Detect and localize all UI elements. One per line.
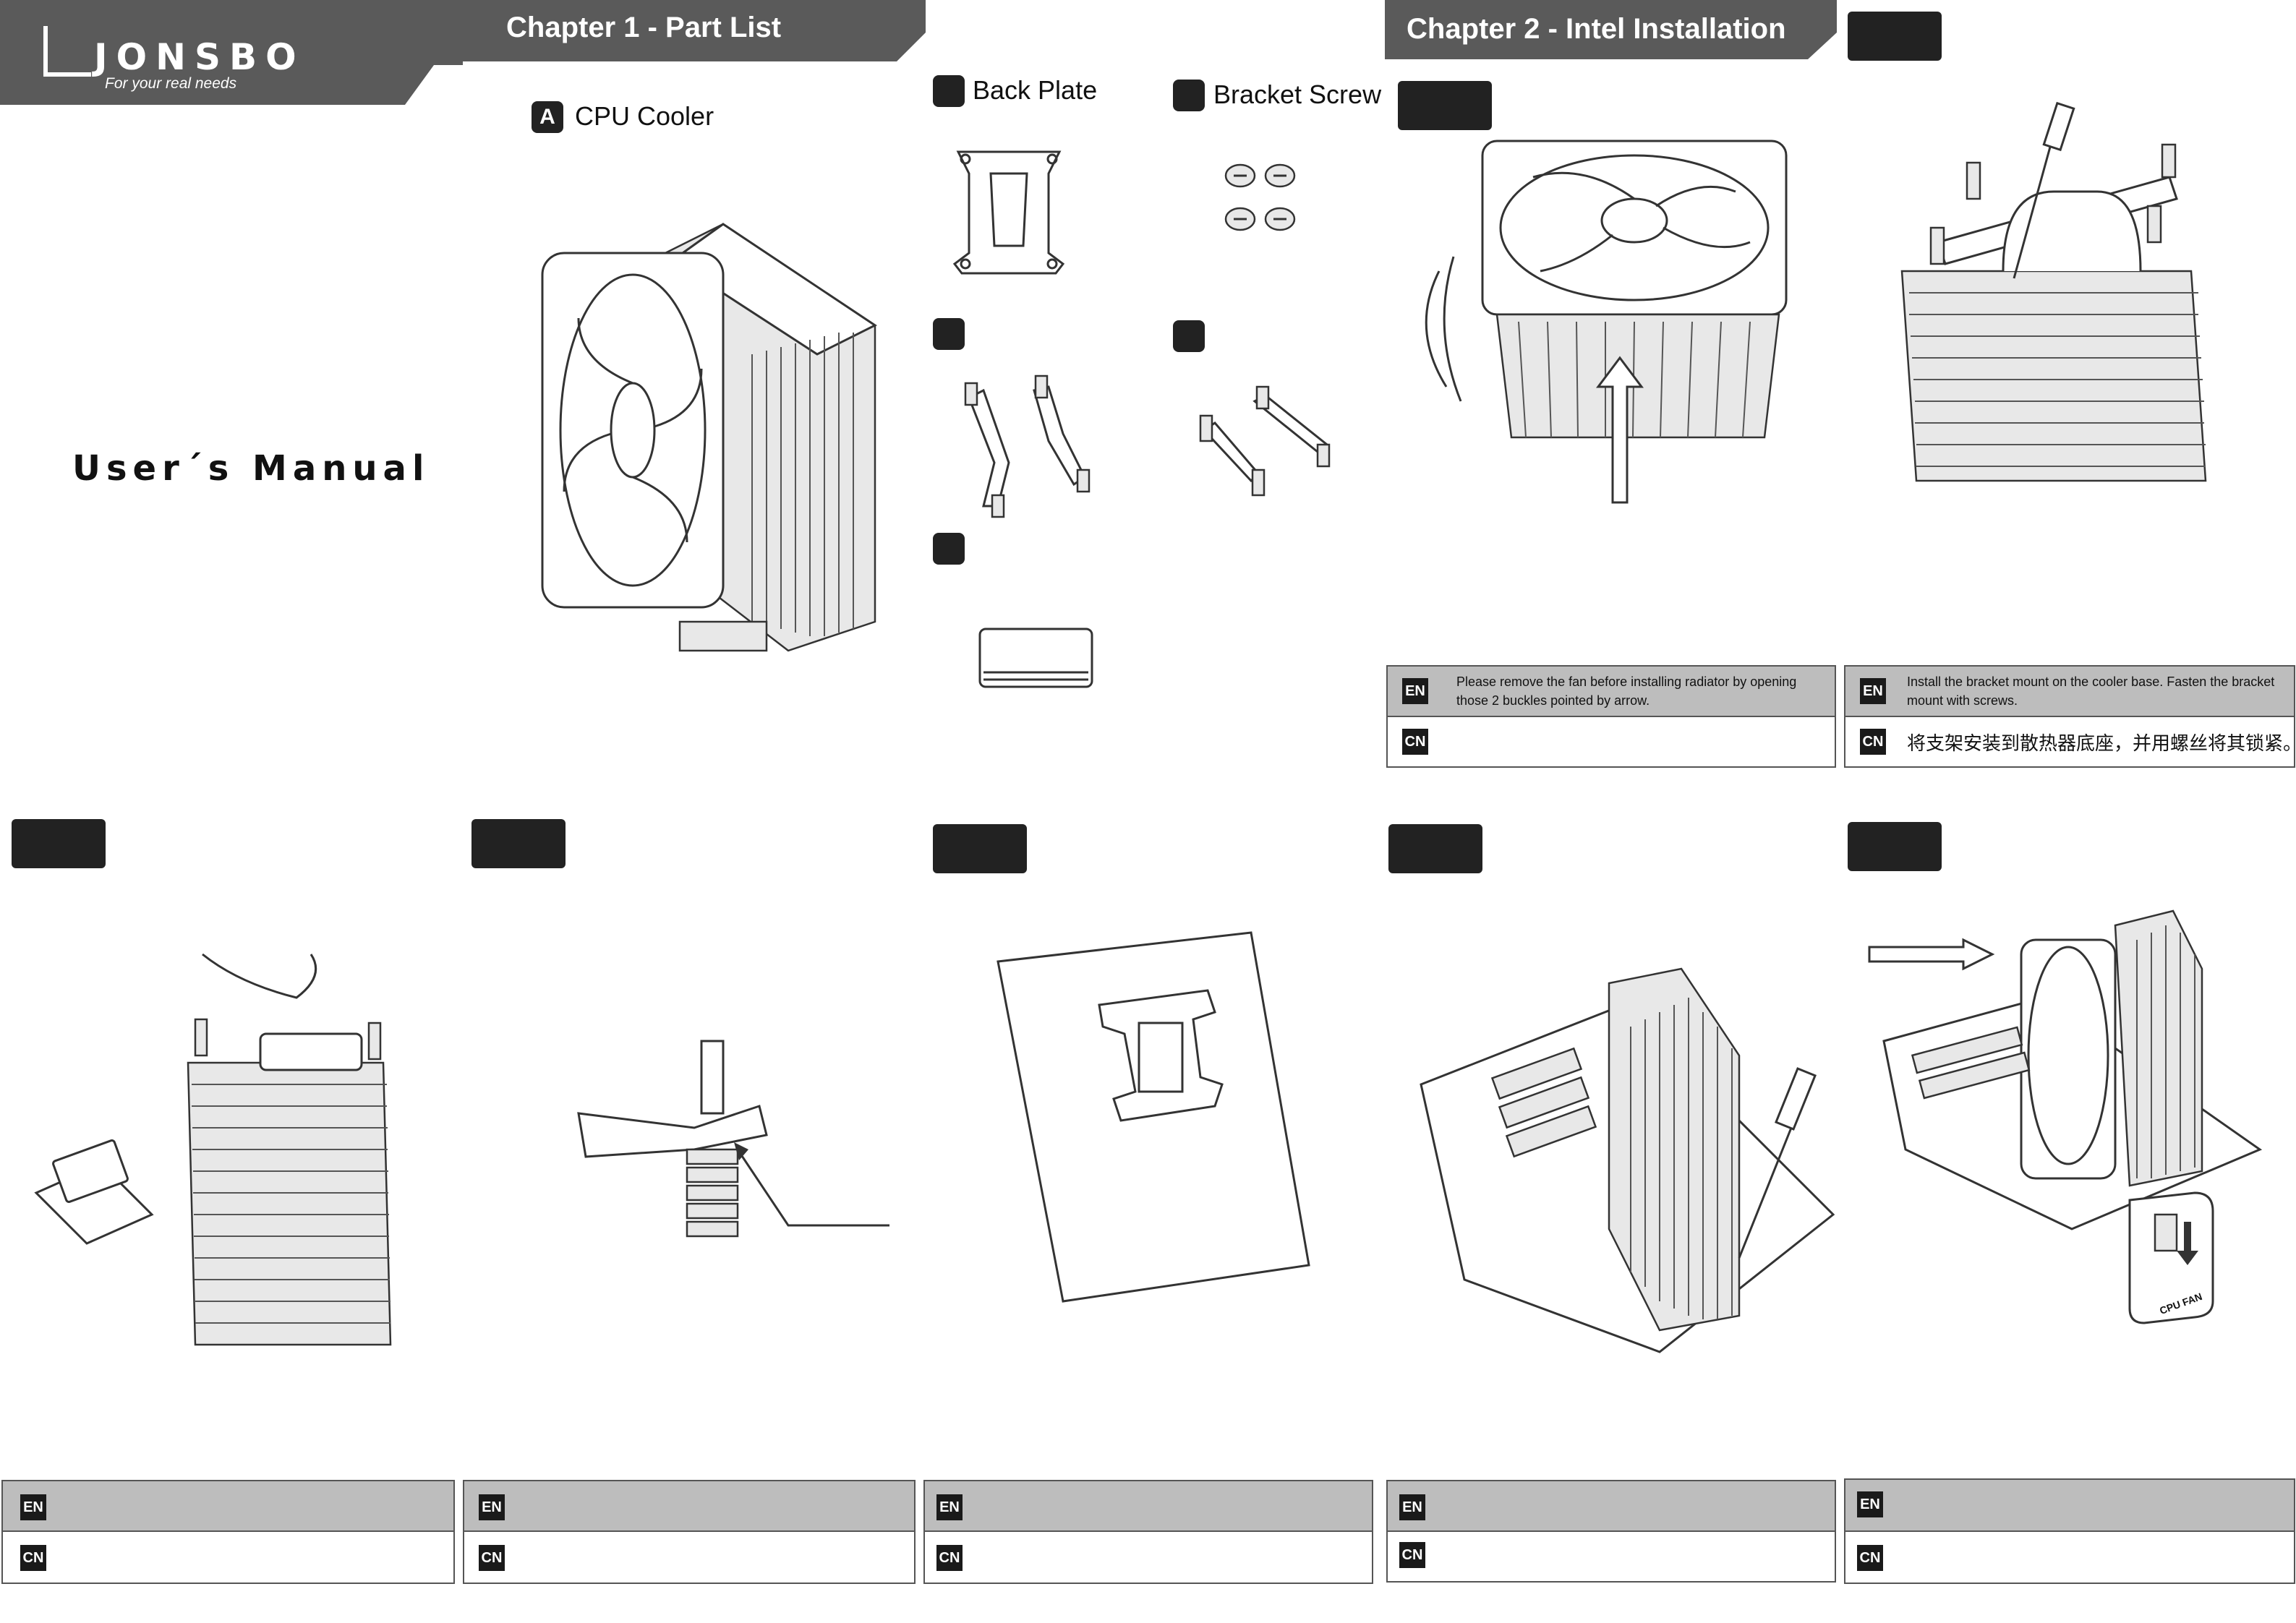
step5-caption: EN CN: [923, 1480, 1373, 1584]
part-tag-back-plate: [933, 75, 965, 107]
step3-en-tag: EN: [20, 1494, 46, 1520]
logo-banner: [0, 0, 463, 105]
step7-caption: EN CN: [1844, 1478, 2295, 1584]
back-plate-illustration: [952, 150, 1065, 275]
part-tag-a: A: [532, 101, 563, 133]
step7-cn-tag: CN: [1857, 1545, 1883, 1571]
amd-bracket-illustration: [1199, 385, 1331, 497]
step1-en-tag: EN: [1402, 678, 1428, 704]
chapter2-banner: [1385, 0, 1837, 59]
part-tag-intel-bracket: [933, 318, 965, 350]
step3-cn-row: CN: [3, 1533, 453, 1583]
step2-cn-text: 将支架安装到散热器底座，并用螺丝将其锁紧。: [1907, 732, 2296, 754]
step1-cn-tag: CN: [1402, 729, 1428, 755]
step6-caption: EN CN: [1386, 1480, 1836, 1583]
step1-en-row: EN Please remove the fan before installi…: [1388, 667, 1835, 717]
brand-logo: JONSBO For your real needs: [43, 22, 296, 94]
chapter1-banner: [456, 0, 926, 61]
part-tag-bracket-screw: [1173, 80, 1205, 111]
logo-mark-icon: [43, 26, 91, 77]
step-tag-2: [1848, 12, 1942, 61]
step-tag-1: [1398, 81, 1492, 130]
step4-en-tag: EN: [479, 1494, 505, 1520]
thermal-pad-illustration: [978, 628, 1093, 688]
step3-illustration: [34, 953, 392, 1346]
step-tag-3: [12, 819, 106, 868]
chapter2-title: Chapter 2 - Intel Installation: [1407, 13, 1786, 45]
step7-cn-row: CN: [1845, 1533, 2294, 1583]
bracket-screws-illustration: [1224, 163, 1296, 231]
step4-illustration: [577, 1040, 889, 1238]
step5-illustration: [997, 931, 1310, 1303]
step5-cn-tag: CN: [936, 1545, 963, 1571]
step4-cn-tag: CN: [479, 1545, 505, 1571]
step4-caption: EN CN: [463, 1480, 916, 1584]
part-label-back-plate: Back Plate: [973, 75, 1098, 105]
step2-cn-row: CN 将支架安装到散热器底座，并用螺丝将其锁紧。: [1845, 717, 2296, 766]
part-label-bracket-screw: Bracket Screw: [1213, 80, 1382, 109]
step2-en-tag: EN: [1860, 678, 1886, 704]
step7-en-tag: EN: [1857, 1491, 1883, 1517]
cpu-cooler-illustration: [541, 223, 877, 652]
part-tag-thermal-paste: [933, 533, 965, 565]
step-tag-5: [933, 824, 1027, 873]
manual-title: User´s Manual: [72, 448, 430, 489]
step4-cn-row: CN: [464, 1533, 914, 1583]
step-tag-4: [471, 819, 566, 868]
step1-caption: EN Please remove the fan before installi…: [1386, 665, 1836, 768]
step6-en-tag: EN: [1399, 1494, 1425, 1520]
step7-illustration: [1868, 909, 2263, 1324]
part-tag-amd-bracket: [1173, 320, 1205, 352]
part-label-cpu-cooler: CPU Cooler: [575, 101, 714, 131]
step4-en-row: EN: [464, 1481, 914, 1532]
step2-caption: EN Install the bracket mount on the cool…: [1844, 665, 2296, 768]
step2-illustration: [1900, 101, 2207, 482]
intel-bracket-illustration: [964, 374, 1091, 518]
step5-en-row: EN: [925, 1481, 1372, 1532]
step1-illustration: [1425, 140, 1788, 504]
step2-cn-tag: CN: [1860, 729, 1886, 755]
logo-text: JONSBO: [94, 36, 305, 78]
step-tag-7: [1848, 822, 1942, 871]
step6-cn-tag: CN: [1399, 1542, 1425, 1568]
step2-en-text: Install the bracket mount on the cooler …: [1907, 675, 2275, 708]
step1-en-text: Please remove the fan before installing …: [1456, 675, 1797, 708]
step3-caption: EN CN: [1, 1480, 455, 1584]
step3-en-row: EN: [3, 1481, 453, 1532]
step5-en-tag: EN: [936, 1494, 963, 1520]
step6-en-row: EN: [1388, 1481, 1835, 1532]
step5-cn-row: CN: [925, 1533, 1372, 1583]
logo-tagline: For your real needs: [105, 75, 237, 92]
step6-illustration: [1420, 967, 1835, 1353]
step3-cn-tag: CN: [20, 1545, 46, 1571]
chapter1-title: Chapter 1 - Part List: [506, 12, 782, 43]
step6-cn-row: CN: [1388, 1532, 1835, 1581]
step2-en-row: EN Install the bracket mount on the cool…: [1845, 667, 2294, 717]
step-tag-6: [1388, 824, 1482, 873]
step7-en-row: EN: [1845, 1480, 2294, 1532]
step1-cn-row: CN: [1388, 717, 1835, 766]
